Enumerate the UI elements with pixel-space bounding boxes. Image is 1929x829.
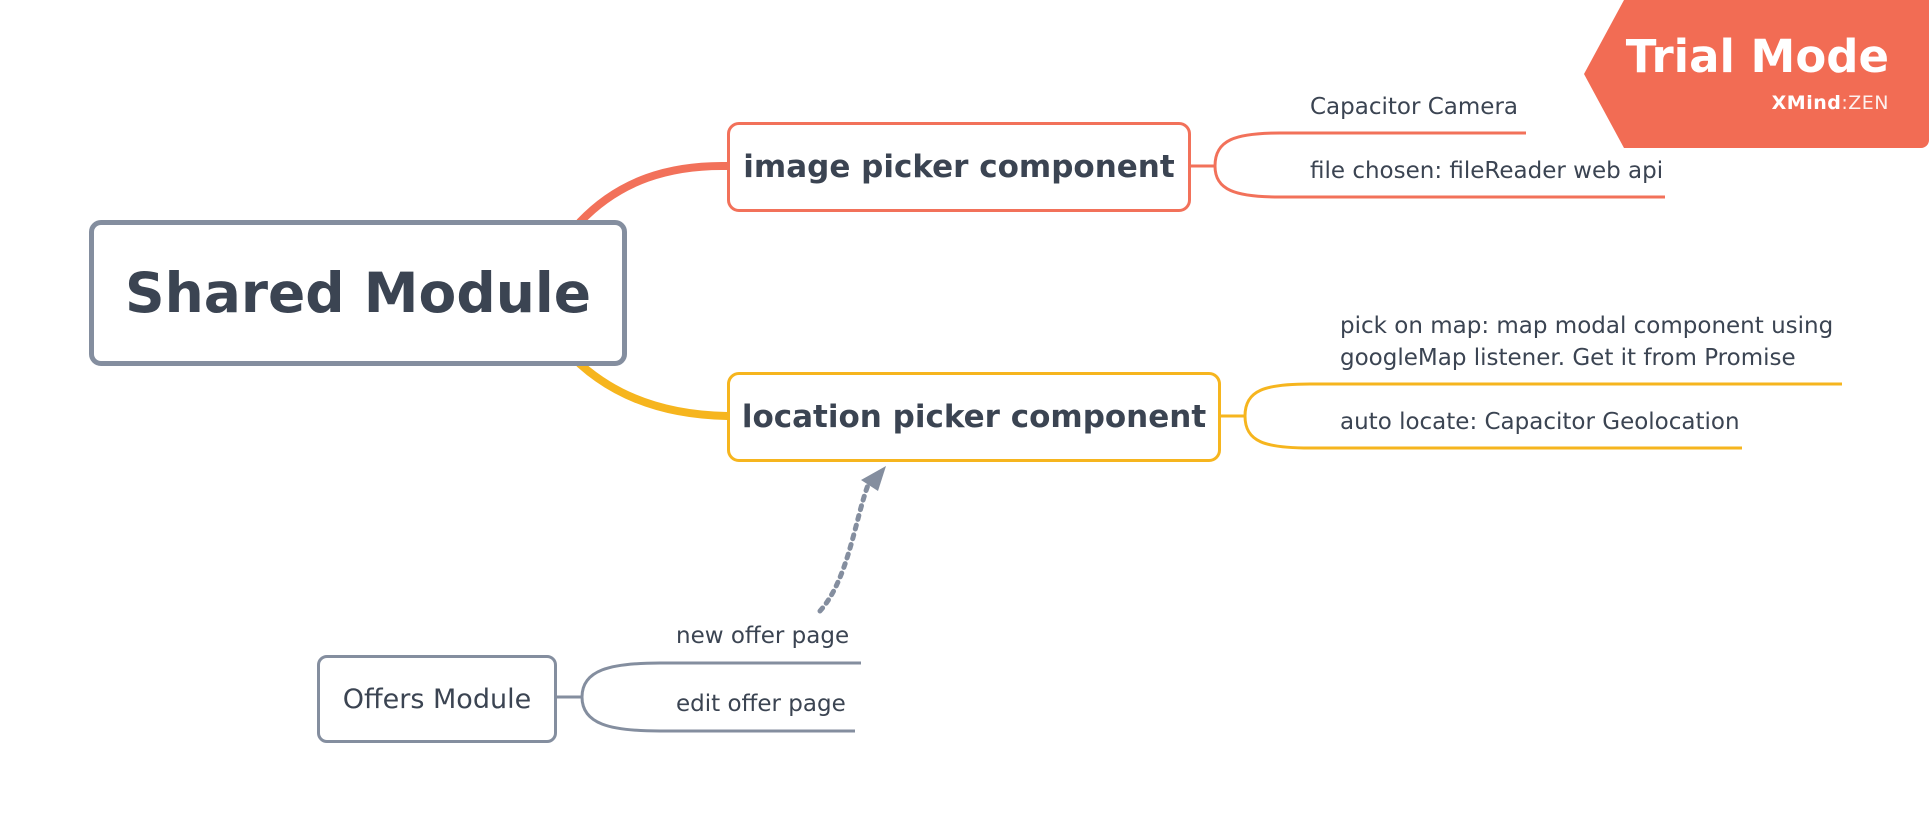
- trial-mode-title: Trial Mode: [1625, 30, 1889, 83]
- brand-separator: :: [1841, 92, 1849, 114]
- topic-image-picker[interactable]: image picker component: [727, 122, 1191, 212]
- connector-image-camera: [1213, 131, 1526, 167]
- subtopic-capacitor-camera[interactable]: Capacitor Camera: [1310, 94, 1518, 120]
- trial-mode-badge: Trial Mode XMind:ZEN: [1584, 0, 1929, 148]
- topic-location-picker-label: location picker component: [741, 399, 1207, 435]
- connector-location-geo: [1243, 415, 1742, 450]
- subtopic-pick-on-map[interactable]: pick on map: map modal component using g…: [1340, 313, 1834, 371]
- connector-location-map: [1243, 382, 1842, 417]
- subtopic-new-offer-page[interactable]: new offer page: [676, 623, 850, 649]
- xmind-brand: XMind: [1771, 92, 1842, 114]
- zen-edition: ZEN: [1848, 92, 1889, 114]
- subtopic-auto-locate[interactable]: auto locate: Capacitor Geolocation: [1340, 409, 1740, 435]
- connector-offers-edit: [580, 696, 855, 733]
- xmind-zen-logo: XMind:ZEN: [1772, 92, 1889, 114]
- central-topic[interactable]: Shared Module: [89, 220, 627, 366]
- floating-topic-offers-module[interactable]: Offers Module: [317, 655, 557, 743]
- subtopic-edit-offer-page[interactable]: edit offer page: [676, 691, 846, 717]
- connector-central-image: [576, 161, 731, 226]
- connector-central-location: [576, 360, 731, 420]
- topic-location-picker[interactable]: location picker component: [727, 372, 1221, 462]
- subtopic-file-chosen[interactable]: file chosen: fileReader web api: [1310, 158, 1664, 184]
- connector-image-file: [1213, 165, 1665, 199]
- relationship-arrowhead: [861, 466, 886, 491]
- relationship-arrow: [817, 482, 871, 614]
- connector-offers-new: [580, 661, 861, 698]
- floating-topic-offers-module-label: Offers Module: [342, 683, 532, 715]
- topic-image-picker-label: image picker component: [743, 149, 1175, 185]
- central-topic-label: Shared Module: [124, 261, 592, 325]
